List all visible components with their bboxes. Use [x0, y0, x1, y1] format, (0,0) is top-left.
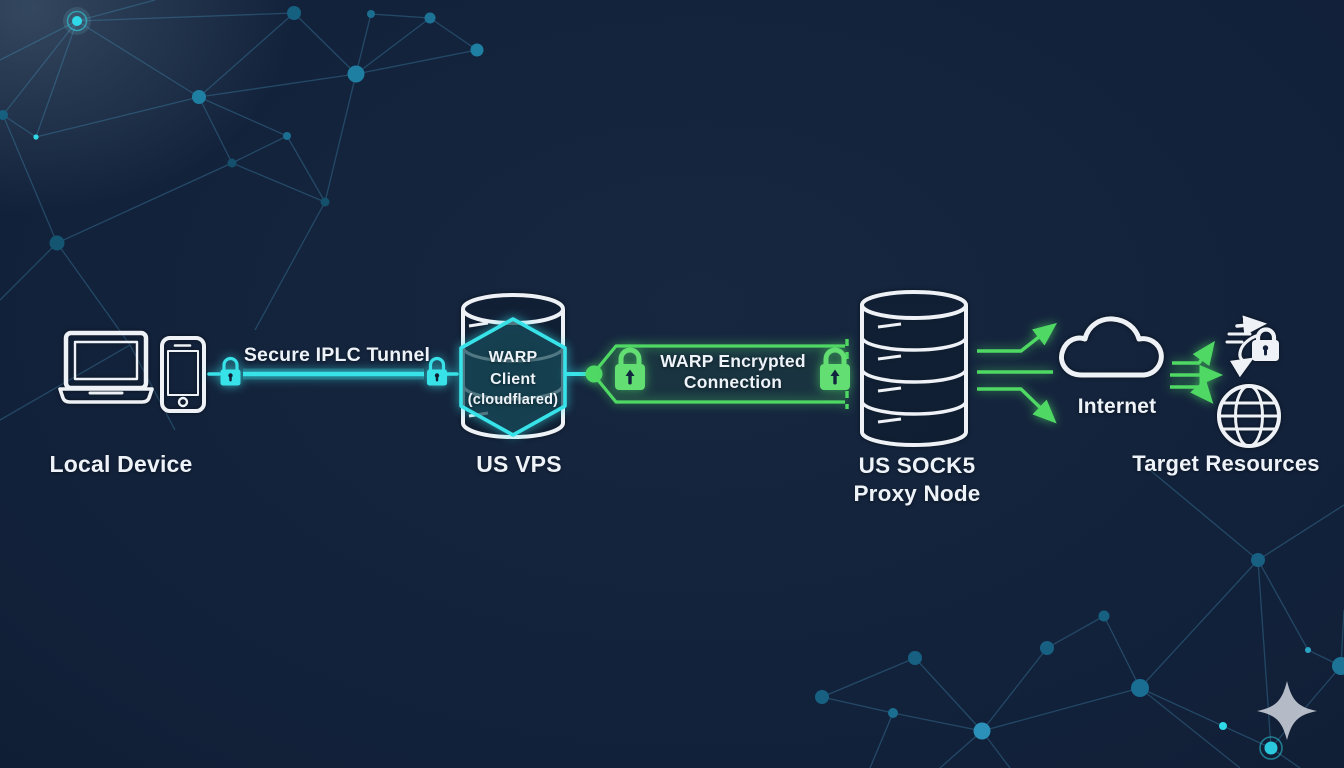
warp-client-text: WARP Client (cloudflared): [433, 347, 593, 412]
laptop-icon: [58, 330, 154, 404]
proxy-to-internet-arrows: [977, 322, 1058, 424]
cloud-icon: [1059, 316, 1164, 378]
warp-encrypted-band: [591, 339, 850, 409]
socks5-label-line2: Proxy Node: [853, 481, 981, 506]
warp-encrypted-line1: WARP Encrypted: [660, 351, 806, 371]
cyan-lock-left-icon: [220, 356, 241, 386]
constellation-nodes: [0, 6, 1344, 760]
speed-lock-icon: [1225, 315, 1279, 378]
warp-encrypted-connection-label: WARP Encrypted Connection: [643, 351, 823, 393]
internet-label: Internet: [1077, 395, 1157, 418]
warp-hexagon: [459, 317, 567, 437]
globe-icon: [1217, 384, 1281, 448]
socks5-node-label: US SOCK5 Proxy Node: [817, 452, 1017, 508]
local-device-label: Local Device: [49, 451, 193, 477]
smartphone-icon: [160, 336, 206, 413]
warp-encrypted-line2: Connection: [683, 372, 783, 392]
warp-client-line1: WARP: [488, 349, 538, 366]
database-stack-icon: [860, 290, 968, 447]
secure-iplc-tunnel-line: [207, 356, 459, 386]
socks5-label-line1: US SOCK5: [858, 453, 976, 478]
secure-iplc-tunnel-label: Secure IPLC Tunnel: [243, 344, 431, 366]
us-vps-label: US VPS: [476, 451, 562, 477]
sparkle-icon: [1257, 681, 1317, 740]
green-lock-right-icon: [820, 347, 850, 390]
warp-client-line3: (cloudflared): [467, 392, 559, 408]
warp-client-line2: Client: [490, 370, 536, 388]
target-resources-label: Target Resources: [1132, 451, 1320, 476]
green-lock-left-icon: [615, 347, 645, 390]
internet-to-target-arrows: [1170, 340, 1224, 404]
cyan-lock-right-icon: [427, 356, 447, 386]
